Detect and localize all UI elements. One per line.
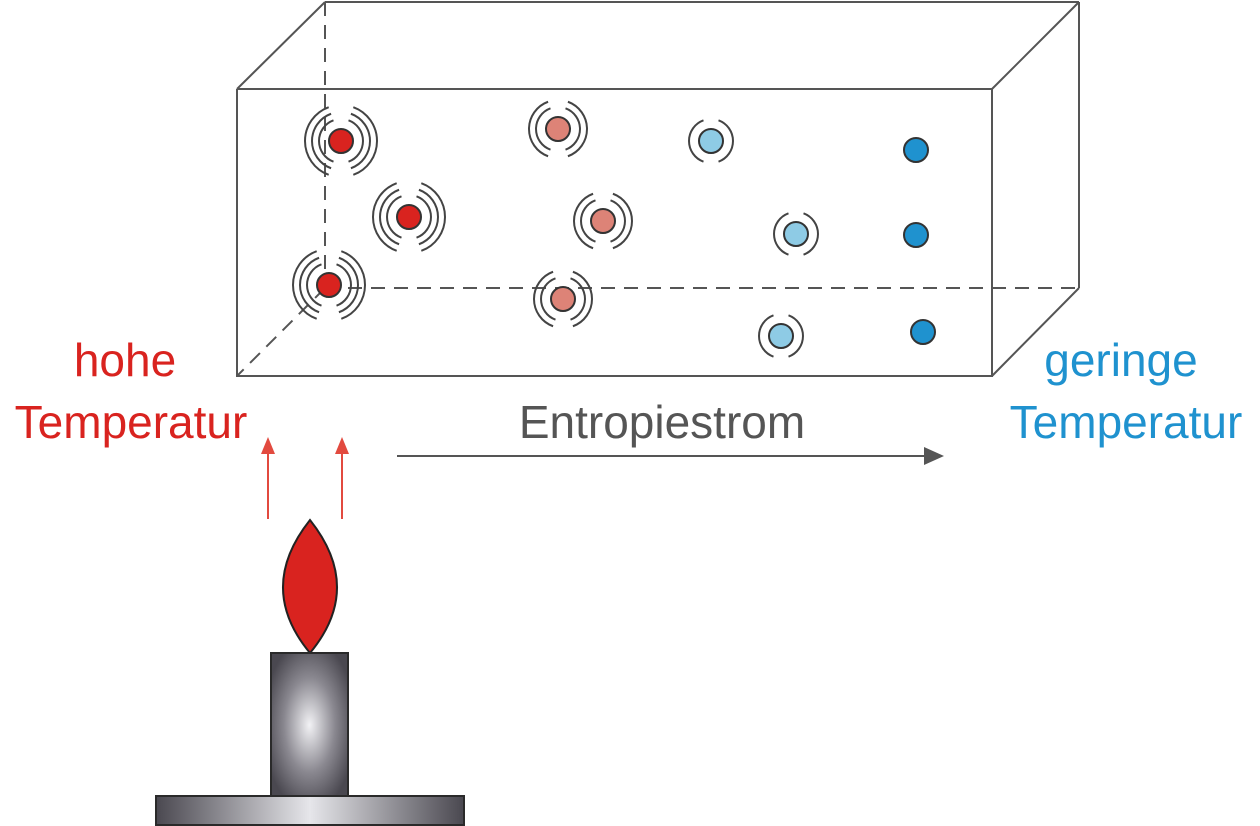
particle-cold bbox=[903, 137, 929, 163]
particle-dot bbox=[910, 319, 936, 345]
vibration-ring bbox=[379, 188, 400, 246]
candle-body bbox=[270, 652, 349, 798]
vibration-ring bbox=[540, 277, 556, 321]
candle-base bbox=[155, 795, 465, 826]
box-top-right-edge bbox=[991, 1, 1080, 90]
vibration-ring bbox=[610, 199, 626, 243]
vibration-ring bbox=[803, 212, 819, 256]
heat-arrow-left bbox=[261, 437, 275, 519]
particle-dot bbox=[783, 221, 809, 247]
vibration-ring bbox=[352, 106, 378, 176]
cold-label-line2: Temperatur bbox=[1010, 396, 1243, 448]
box-hidden-diagonal-edge bbox=[236, 287, 326, 377]
entropy-flow-arrow bbox=[397, 447, 944, 465]
vibration-ring bbox=[612, 192, 633, 250]
vibration-ring bbox=[292, 250, 318, 320]
particle-cool bbox=[758, 314, 804, 358]
particle-warm bbox=[533, 270, 593, 328]
particle-cold bbox=[910, 319, 936, 345]
particles bbox=[292, 100, 936, 358]
particle-dot bbox=[590, 208, 616, 234]
particle-dot bbox=[396, 204, 422, 230]
vibration-ring bbox=[372, 182, 398, 252]
particle-cool bbox=[688, 119, 734, 163]
hot-label-line1: hohe bbox=[74, 334, 176, 386]
vibration-ring bbox=[788, 314, 804, 358]
vibration-ring bbox=[570, 277, 586, 321]
vibration-ring bbox=[306, 263, 322, 307]
particle-dot bbox=[316, 272, 342, 298]
vibration-ring bbox=[573, 192, 594, 250]
heat-arrow-right bbox=[335, 437, 349, 519]
vibration-ring bbox=[773, 212, 789, 256]
vibration-ring bbox=[572, 270, 593, 328]
particle-hot bbox=[292, 250, 366, 320]
vibration-ring bbox=[336, 263, 352, 307]
vibration-ring bbox=[340, 250, 366, 320]
vibration-ring bbox=[420, 182, 446, 252]
vibration-ring bbox=[688, 119, 704, 163]
vibration-ring bbox=[299, 256, 320, 314]
particle-dot bbox=[545, 116, 571, 142]
vibration-ring bbox=[318, 119, 334, 163]
particle-dot bbox=[903, 222, 929, 248]
vibration-ring bbox=[418, 188, 439, 246]
particle-dot bbox=[768, 323, 794, 349]
vibration-ring bbox=[304, 106, 330, 176]
particle-dot bbox=[698, 128, 724, 154]
particle-warm bbox=[528, 100, 588, 158]
particle-hot bbox=[372, 182, 446, 252]
vibration-ring bbox=[311, 112, 332, 170]
particle-warm bbox=[573, 192, 633, 250]
particle-dot bbox=[328, 128, 354, 154]
vibration-ring bbox=[338, 256, 359, 314]
particle-hot bbox=[304, 106, 378, 176]
vibration-ring bbox=[416, 195, 432, 239]
vibration-ring bbox=[386, 195, 402, 239]
vibration-ring bbox=[350, 112, 371, 170]
particle-cool bbox=[773, 212, 819, 256]
box bbox=[236, 1, 1080, 377]
vibration-ring bbox=[348, 119, 364, 163]
cold-label-line1: geringe bbox=[1044, 334, 1197, 386]
vibration-ring bbox=[718, 119, 734, 163]
particle-dot bbox=[550, 286, 576, 312]
flame bbox=[282, 518, 338, 655]
box-bottom-right-edge bbox=[991, 287, 1080, 377]
vibration-ring bbox=[535, 107, 551, 151]
vibration-ring bbox=[533, 270, 554, 328]
box-top-left-edge bbox=[236, 1, 326, 90]
vibration-ring bbox=[565, 107, 581, 151]
hot-label-line2: Temperatur bbox=[15, 396, 248, 448]
particle-cold bbox=[903, 222, 929, 248]
vibration-ring bbox=[758, 314, 774, 358]
vibration-ring bbox=[528, 100, 549, 158]
vibration-ring bbox=[580, 199, 596, 243]
vibration-ring bbox=[567, 100, 588, 158]
particle-dot bbox=[903, 137, 929, 163]
entropy-flow-label: Entropiestrom bbox=[519, 396, 805, 448]
